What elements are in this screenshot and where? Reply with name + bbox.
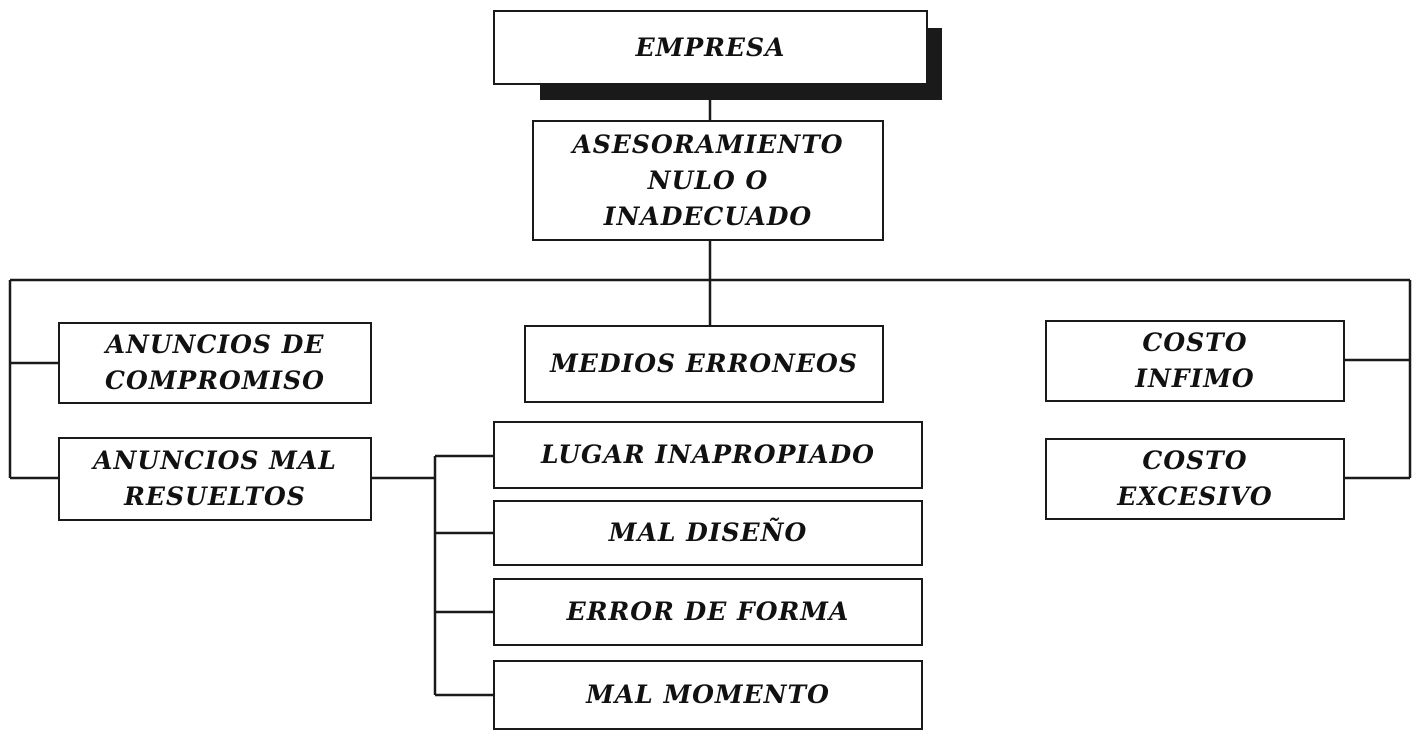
anuncios-compromiso-box: ANUNCIOS DE COMPROMISO [58, 322, 372, 404]
costo-excesivo-box: COSTO EXCESIVO [1045, 438, 1345, 520]
lugar-inapropiado-label: LUGAR INAPROPIADO [541, 440, 875, 469]
mal-diseno-label: MAL DISEÑO [608, 518, 808, 547]
empresa-label: EMPRESA [635, 32, 786, 62]
asesoramiento-label: ASESORAMIENTO NULO O INADECUADO [572, 129, 844, 231]
lugar-inapropiado-box: LUGAR INAPROPIADO [493, 421, 923, 489]
mal-momento-box: MAL MOMENTO [493, 660, 923, 730]
costo-infimo-label: COSTO INFIMO [1135, 328, 1255, 393]
anuncios-mal-resueltos-label: ANUNCIOS MAL RESUELTOS [93, 446, 337, 511]
medios-erroneos-label: MEDIOS ERRONEOS [550, 349, 858, 378]
mal-diseno-box: MAL DISEÑO [493, 500, 923, 566]
anuncios-mal-resueltos-box: ANUNCIOS MAL RESUELTOS [58, 437, 372, 521]
medios-erroneos-box: MEDIOS ERRONEOS [524, 325, 884, 403]
error-forma-box: ERROR DE FORMA [493, 578, 923, 646]
empresa-box: EMPRESA [493, 10, 928, 85]
costo-excesivo-label: COSTO EXCESIVO [1117, 446, 1273, 511]
mal-momento-label: MAL MOMENTO [586, 680, 830, 709]
error-forma-label: ERROR DE FORMA [566, 597, 850, 626]
costo-infimo-box: COSTO INFIMO [1045, 320, 1345, 402]
anuncios-compromiso-label: ANUNCIOS DE COMPROMISO [105, 330, 325, 395]
asesoramiento-box: ASESORAMIENTO NULO O INADECUADO [532, 120, 884, 241]
